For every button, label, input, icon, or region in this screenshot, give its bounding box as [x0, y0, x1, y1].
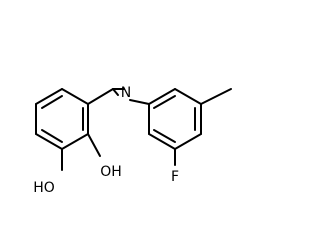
- bond-c-o-right: [87, 133, 101, 157]
- label-ho: HO: [33, 180, 55, 196]
- label-oh: OH: [100, 164, 122, 180]
- bond: [35, 88, 63, 105]
- label-f: F: [171, 169, 179, 185]
- double-bond-inner: [153, 129, 176, 143]
- molecule-canvas: HO OH N F: [33, 85, 232, 196]
- bond-ring-ch: [87, 88, 114, 105]
- double-bond-inner: [153, 95, 176, 109]
- bond: [148, 88, 176, 105]
- bond-methyl: [200, 88, 232, 105]
- bond: [35, 133, 63, 150]
- bond: [148, 133, 176, 150]
- bond: [174, 133, 202, 150]
- bond: [61, 88, 89, 105]
- bond: [61, 133, 89, 150]
- label-n: N: [121, 85, 131, 101]
- double-bond-inner: [41, 129, 63, 143]
- double-bond-inner: [41, 95, 63, 109]
- bond: [174, 88, 202, 105]
- bond-n-aryl: [129, 99, 150, 105]
- structure-diagram: HO OH N F: [33, 85, 232, 196]
